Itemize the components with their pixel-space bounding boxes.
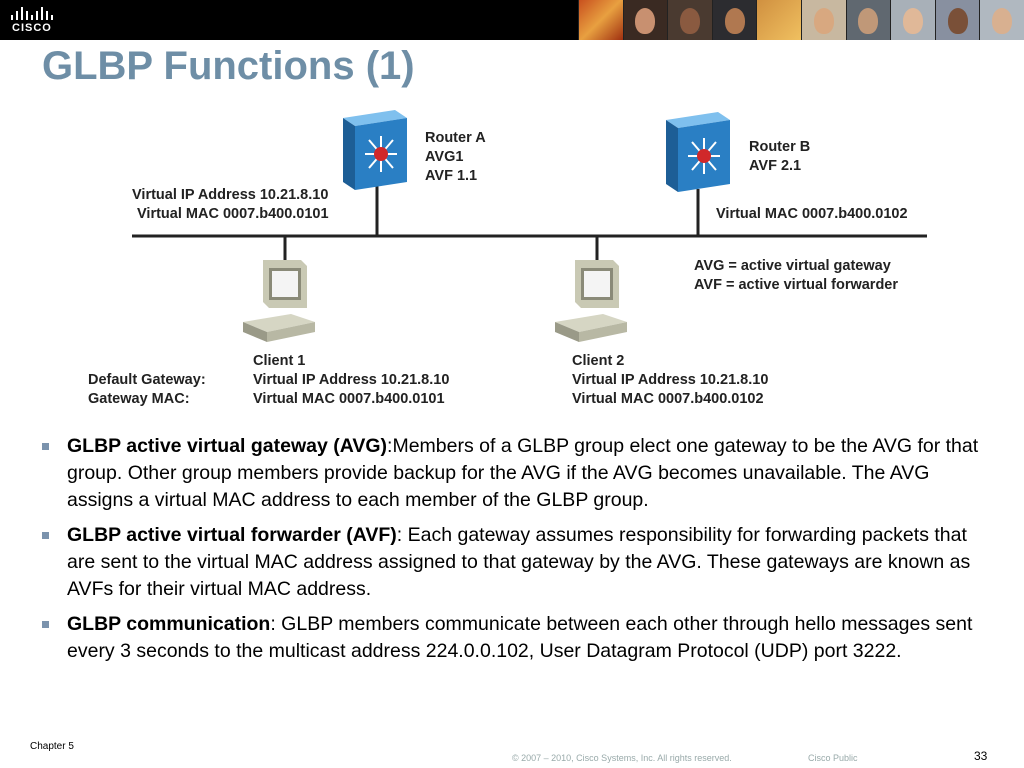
cisco-wordmark: CISCO: [12, 22, 52, 34]
bullet-marker-icon: [42, 621, 49, 628]
right-virtual-mac: Virtual MAC 0007.b400.0102: [716, 206, 908, 222]
network-drawing: [132, 110, 927, 342]
bullet-avf: GLBP active virtual forwarder (AVF): Eac…: [42, 522, 992, 603]
photo-tile: [890, 0, 935, 40]
bullet-text: :Members of a GLBP group elect one gatew…: [67, 435, 979, 511]
photo-tile: [756, 0, 801, 40]
cisco-logo: CISCO: [6, 4, 60, 36]
photo-tile: [979, 0, 1024, 40]
client1-gateway: Virtual IP Address 10.21.8.10: [253, 372, 450, 388]
photo-strip: [578, 0, 1024, 40]
photo-tile: [667, 0, 712, 40]
client1-name: Client 1: [253, 353, 306, 369]
slide-title: GLBP Functions (1): [42, 44, 415, 88]
bullet-term: GLBP active virtual forwarder (AVF): [67, 524, 397, 546]
router-a-avf: AVF 1.1: [425, 168, 478, 184]
photo-tile: [934, 0, 980, 40]
copyright-notice: © 2007 – 2010, Cisco Systems, Inc. All r…: [512, 753, 732, 763]
legend-avg: AVG = active virtual gateway: [694, 258, 891, 274]
client1-mac: Virtual MAC 0007.b400.0101: [253, 391, 445, 407]
router-b-avf: AVF 2.1: [749, 158, 802, 174]
router-a-name: Router A: [425, 130, 486, 146]
bullet-term: GLBP communication: [67, 613, 271, 635]
chapter-label: Chapter 5: [30, 741, 74, 752]
bullet-communication: GLBP communication: GLBP members communi…: [42, 611, 992, 665]
photo-tile: [622, 0, 668, 40]
bullet-avg: GLBP active virtual gateway (AVG):Member…: [42, 433, 992, 514]
default-gateway-label: Default Gateway:: [88, 372, 206, 388]
bullet-marker-icon: [42, 443, 49, 450]
legend-avf: AVF = active virtual forwarder: [694, 277, 899, 293]
photo-tile: [578, 0, 623, 40]
client2-pc-icon: [555, 260, 627, 342]
client2-mac: Virtual MAC 0007.b400.0102: [572, 391, 764, 407]
client2-gateway: Virtual IP Address 10.21.8.10: [572, 372, 769, 388]
photo-tile: [845, 0, 891, 40]
bullet-text: : GLBP members communicate between each …: [67, 613, 973, 662]
client2-name: Client 2: [572, 353, 625, 369]
router-a-icon: [343, 110, 407, 190]
router-a-avg: AVG1: [425, 149, 464, 165]
router-b-icon: [666, 112, 730, 192]
gateway-mac-label: Gateway MAC:: [88, 391, 190, 407]
bullet-term: GLBP active virtual gateway (AVG): [67, 435, 388, 457]
left-virtual-mac: Virtual MAC 0007.b400.0101: [137, 206, 329, 222]
bullet-list: GLBP active virtual gateway (AVG):Member…: [42, 433, 992, 673]
bullet-text: : Each gateway assumes responsibility fo…: [67, 524, 971, 600]
classification-label: Cisco Public: [808, 753, 858, 763]
page-number: 33: [974, 749, 988, 763]
left-virtual-ip: Virtual IP Address 10.21.8.10: [132, 187, 329, 203]
cisco-bridge-icon: [11, 7, 53, 20]
top-banner: CISCO: [0, 0, 1024, 40]
client1-pc-icon: [243, 260, 315, 342]
glbp-network-diagram: Router A AVG1 AVF 1.1 Router B AVF 2.1 V…: [0, 105, 1024, 415]
router-b-name: Router B: [749, 139, 811, 155]
bullet-marker-icon: [42, 532, 49, 539]
photo-tile: [800, 0, 846, 40]
photo-tile: [711, 0, 757, 40]
